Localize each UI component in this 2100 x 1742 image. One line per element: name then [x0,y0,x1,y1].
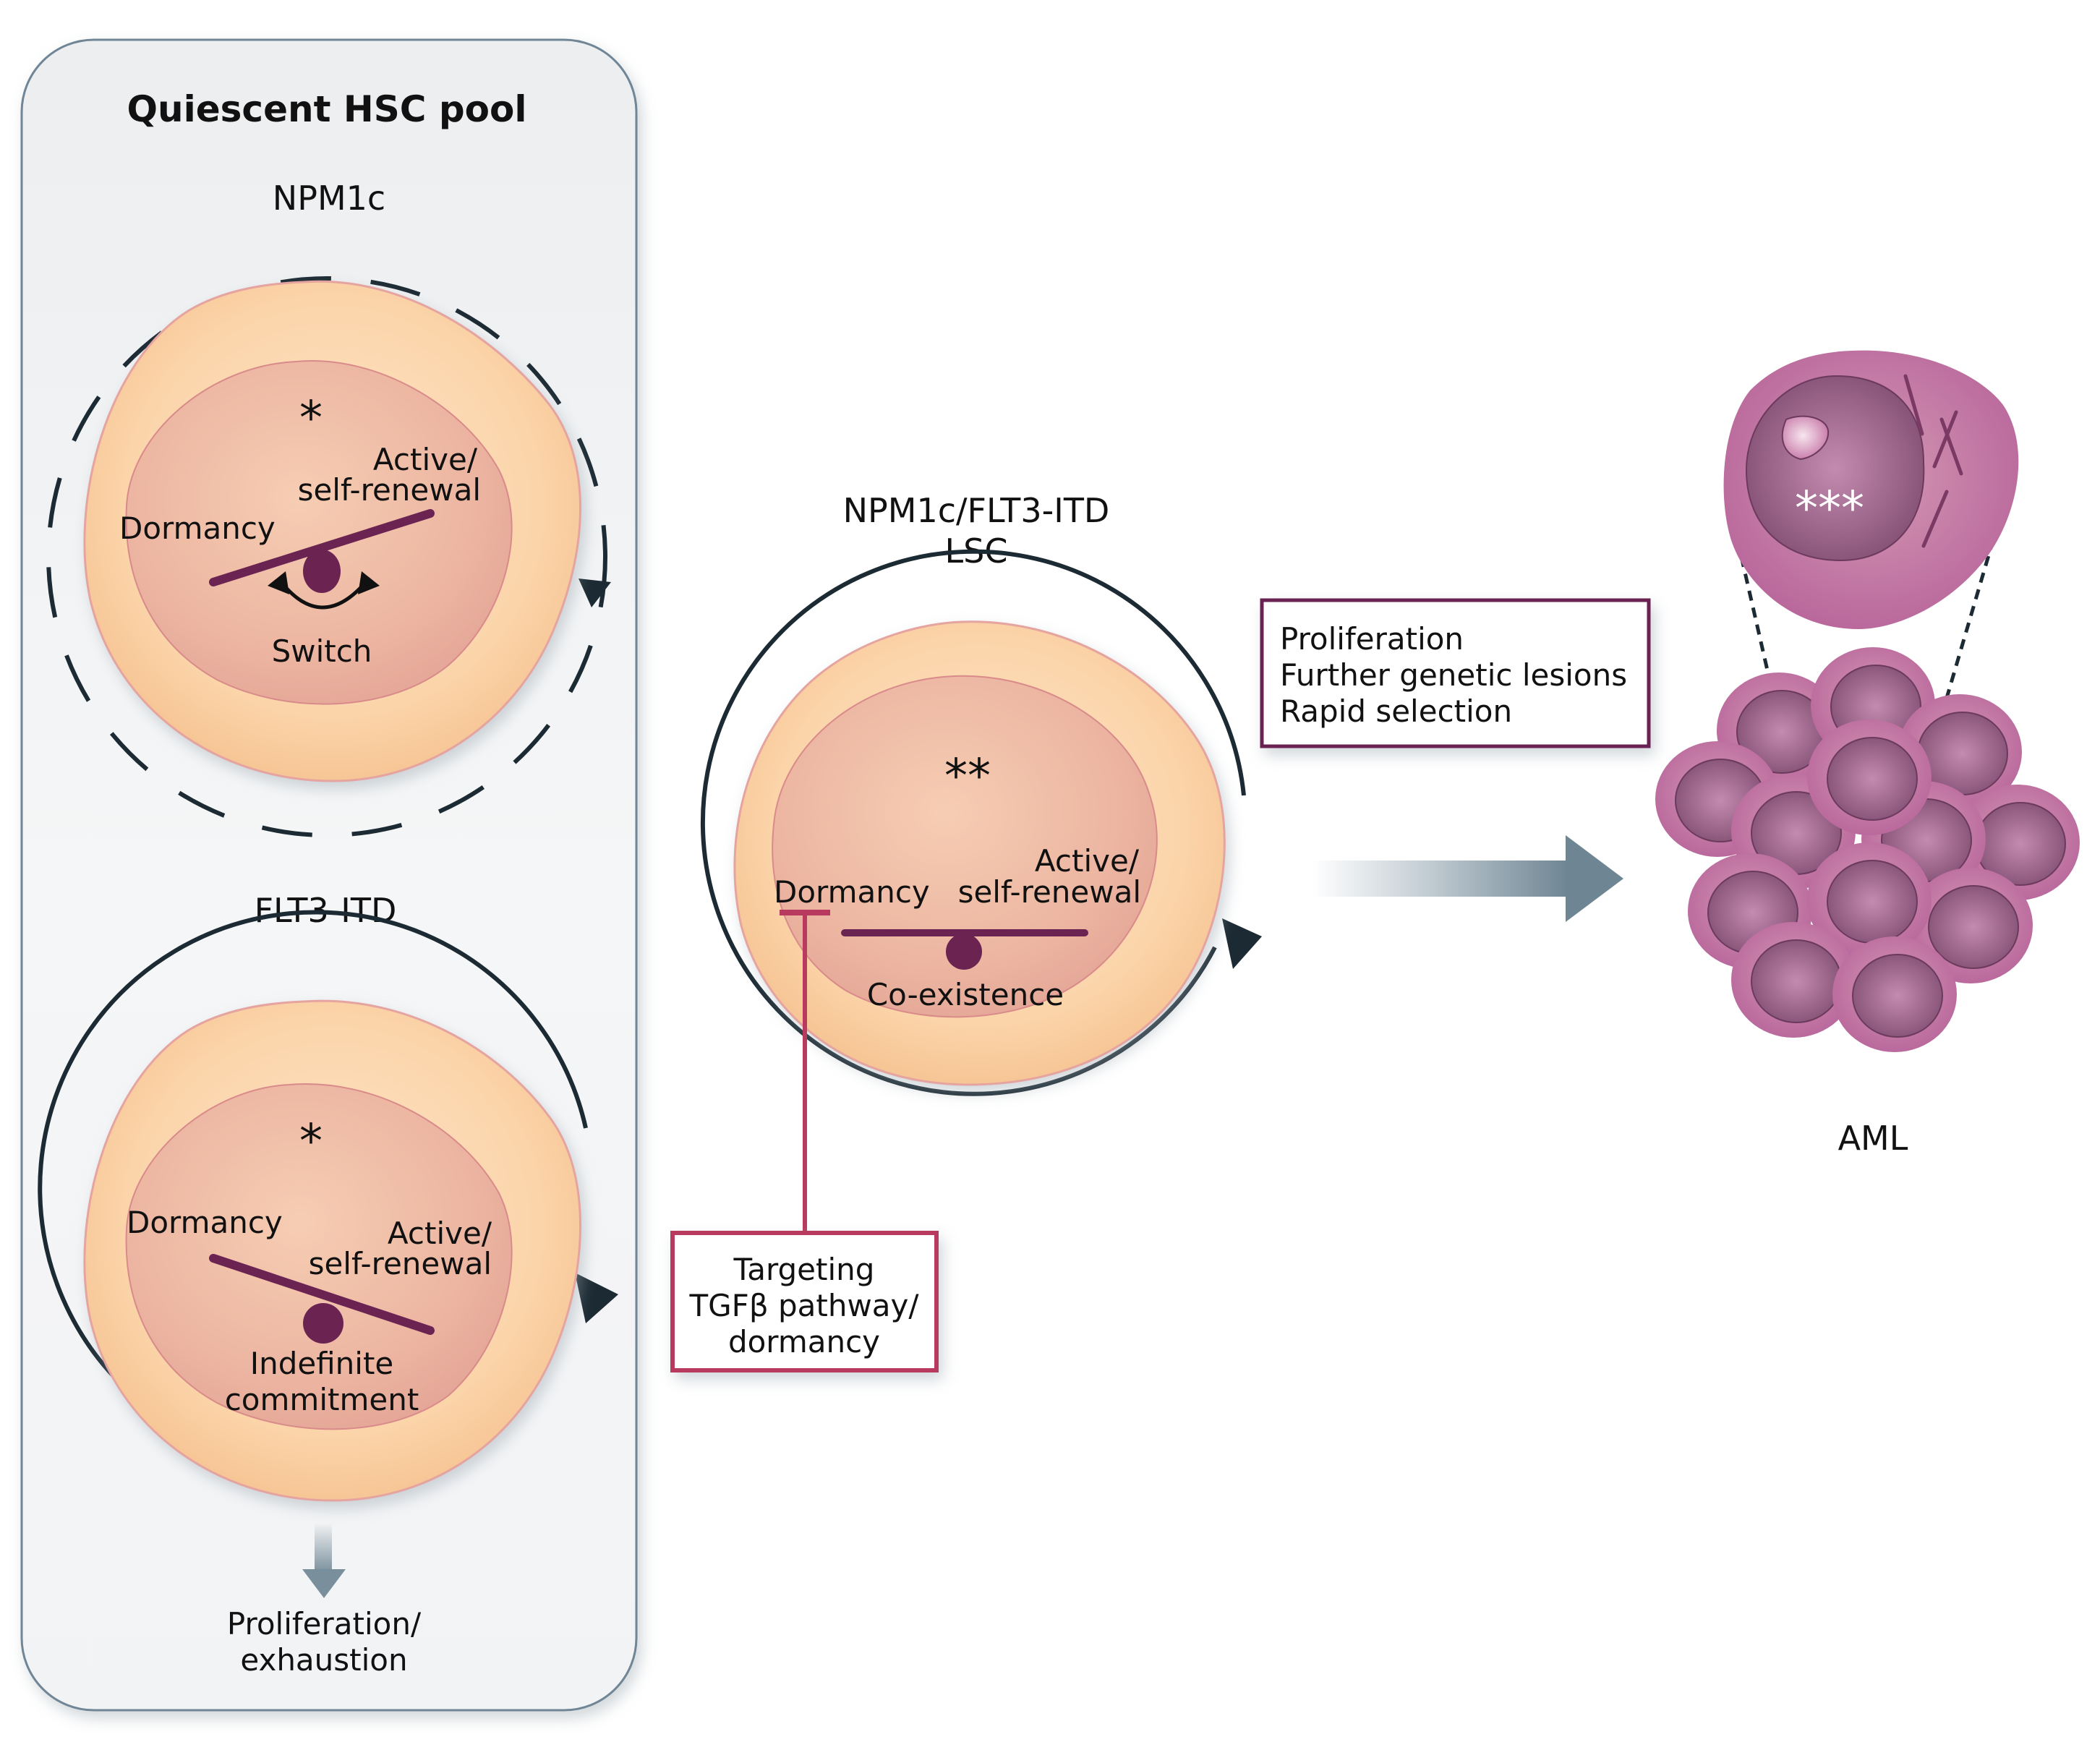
dormancy-label: Dormancy [127,1205,283,1240]
aml-cell [1832,936,1957,1052]
npm1c-label: NPM1c [273,179,385,218]
targeting-box: Targeting TGFβ pathway/ dormancy [670,1231,939,1372]
mutation-marker: * [299,1115,323,1169]
cycle-ring [700,549,1246,1096]
down-arrow-shaft [315,1522,332,1573]
outcome-line1: Proliferation/ [227,1606,422,1641]
switch-label: Switch [272,633,372,669]
targeting-line3: dormancy [728,1324,880,1359]
active-label-line2: self-renewal [298,472,481,508]
switch-arrowhead-right-icon [358,571,380,594]
targeting-box-frame [670,1231,939,1372]
switch-arrow-icon [277,577,370,610]
aml-mutation-marker: *** [1795,482,1864,536]
inhibition-connector [780,910,830,1234]
lsc-label-line1: NPM1c/FLT3-ITD [843,491,1110,530]
seesaw-beam [209,1254,435,1335]
cell-nucleus [125,360,513,705]
aml-magnified-cell: *** [1723,350,2019,753]
seesaw-beam [209,509,435,586]
chromosome-mark [1932,410,1958,469]
arrow-shaft [1312,861,1569,897]
coexistence-label: Co-existence [867,977,1064,1012]
aml-cell [1731,922,1856,1038]
active-label-line1: Active/ [373,442,478,477]
progression-item: Proliferation [1280,621,1464,657]
aml-label: AML [1838,1119,1908,1158]
mutation-marker: * [299,392,323,445]
aml-cell [1807,842,1932,958]
dashed-cycle-ring [46,276,607,837]
flt3-itd-hsc: FLT3-ITD * Dormancy Active/ self-renewal… [38,891,618,1502]
active-label-line2: self-renewal [309,1246,492,1281]
chromosome-mark [1903,374,1924,436]
nucleolus [1781,415,1830,461]
aml-cell-nucleus [1928,885,2019,969]
progression-box-frame [1260,598,1651,748]
npm1c-hsc: NPM1c * Active/ self-renewal Dormancy Sw… [46,179,611,837]
progression-arrow [1312,835,1623,922]
chromosome-mark [1939,417,1963,476]
seesaw-fulcrum [303,550,341,593]
progression-item: Further genetic lesions [1280,657,1627,693]
progression-box: Proliferation Further genetic lesions Ra… [1260,598,1651,748]
aml-cell [1807,720,1932,835]
cycle-arrowhead-icon [575,1273,618,1323]
seesaw-fulcrum [303,1303,343,1344]
aml-cell-nucleus [1827,860,1918,944]
cycle-arrowhead-icon [579,578,611,607]
down-arrow-icon [302,1569,346,1598]
progression-item: Rapid selection [1280,693,1512,729]
dormancy-label: Dormancy [774,874,930,910]
active-label-line2: self-renewal [958,874,1141,910]
outcome-line2: exhaustion [240,1642,407,1678]
aml-cell-nucleus [1751,939,1842,1023]
chromosome-mark [1921,490,1949,548]
aml-cluster [1655,647,2080,1052]
targeting-line2: TGFβ pathway/ [688,1288,919,1323]
seesaw-fulcrum [946,934,982,970]
active-label-line1: Active/ [388,1216,492,1251]
targeting-line1: Targeting [733,1252,875,1287]
switch-arrowhead-left-icon [268,571,289,594]
panel-title: Quiescent HSC pool [127,88,527,130]
aml-cell-nucleus [1827,737,1918,821]
dormancy-label: Dormancy [119,511,276,546]
active-label-line1: Active/ [1035,843,1140,879]
aml-cell-nucleus [1852,954,1943,1038]
aml-cell [1898,694,2022,810]
indefinite-label-line1: Indefinite [250,1346,394,1381]
indefinite-label-line2: commitment [225,1382,419,1417]
lsc-cell: NPM1c/FLT3-ITD LSC ** Dormancy Active/ s… [700,491,1262,1096]
cell-nucleus [125,1083,513,1430]
exhaustion-outcome: Proliferation/ exhaustion [227,1522,422,1678]
mutation-marker: ** [944,750,991,803]
cycle-arrowhead-icon [1222,918,1262,969]
quiescent-hsc-pool-panel: Quiescent HSC pool NPM1c * Active/ self-… [20,38,638,1712]
right-arrow-icon [1566,835,1623,922]
